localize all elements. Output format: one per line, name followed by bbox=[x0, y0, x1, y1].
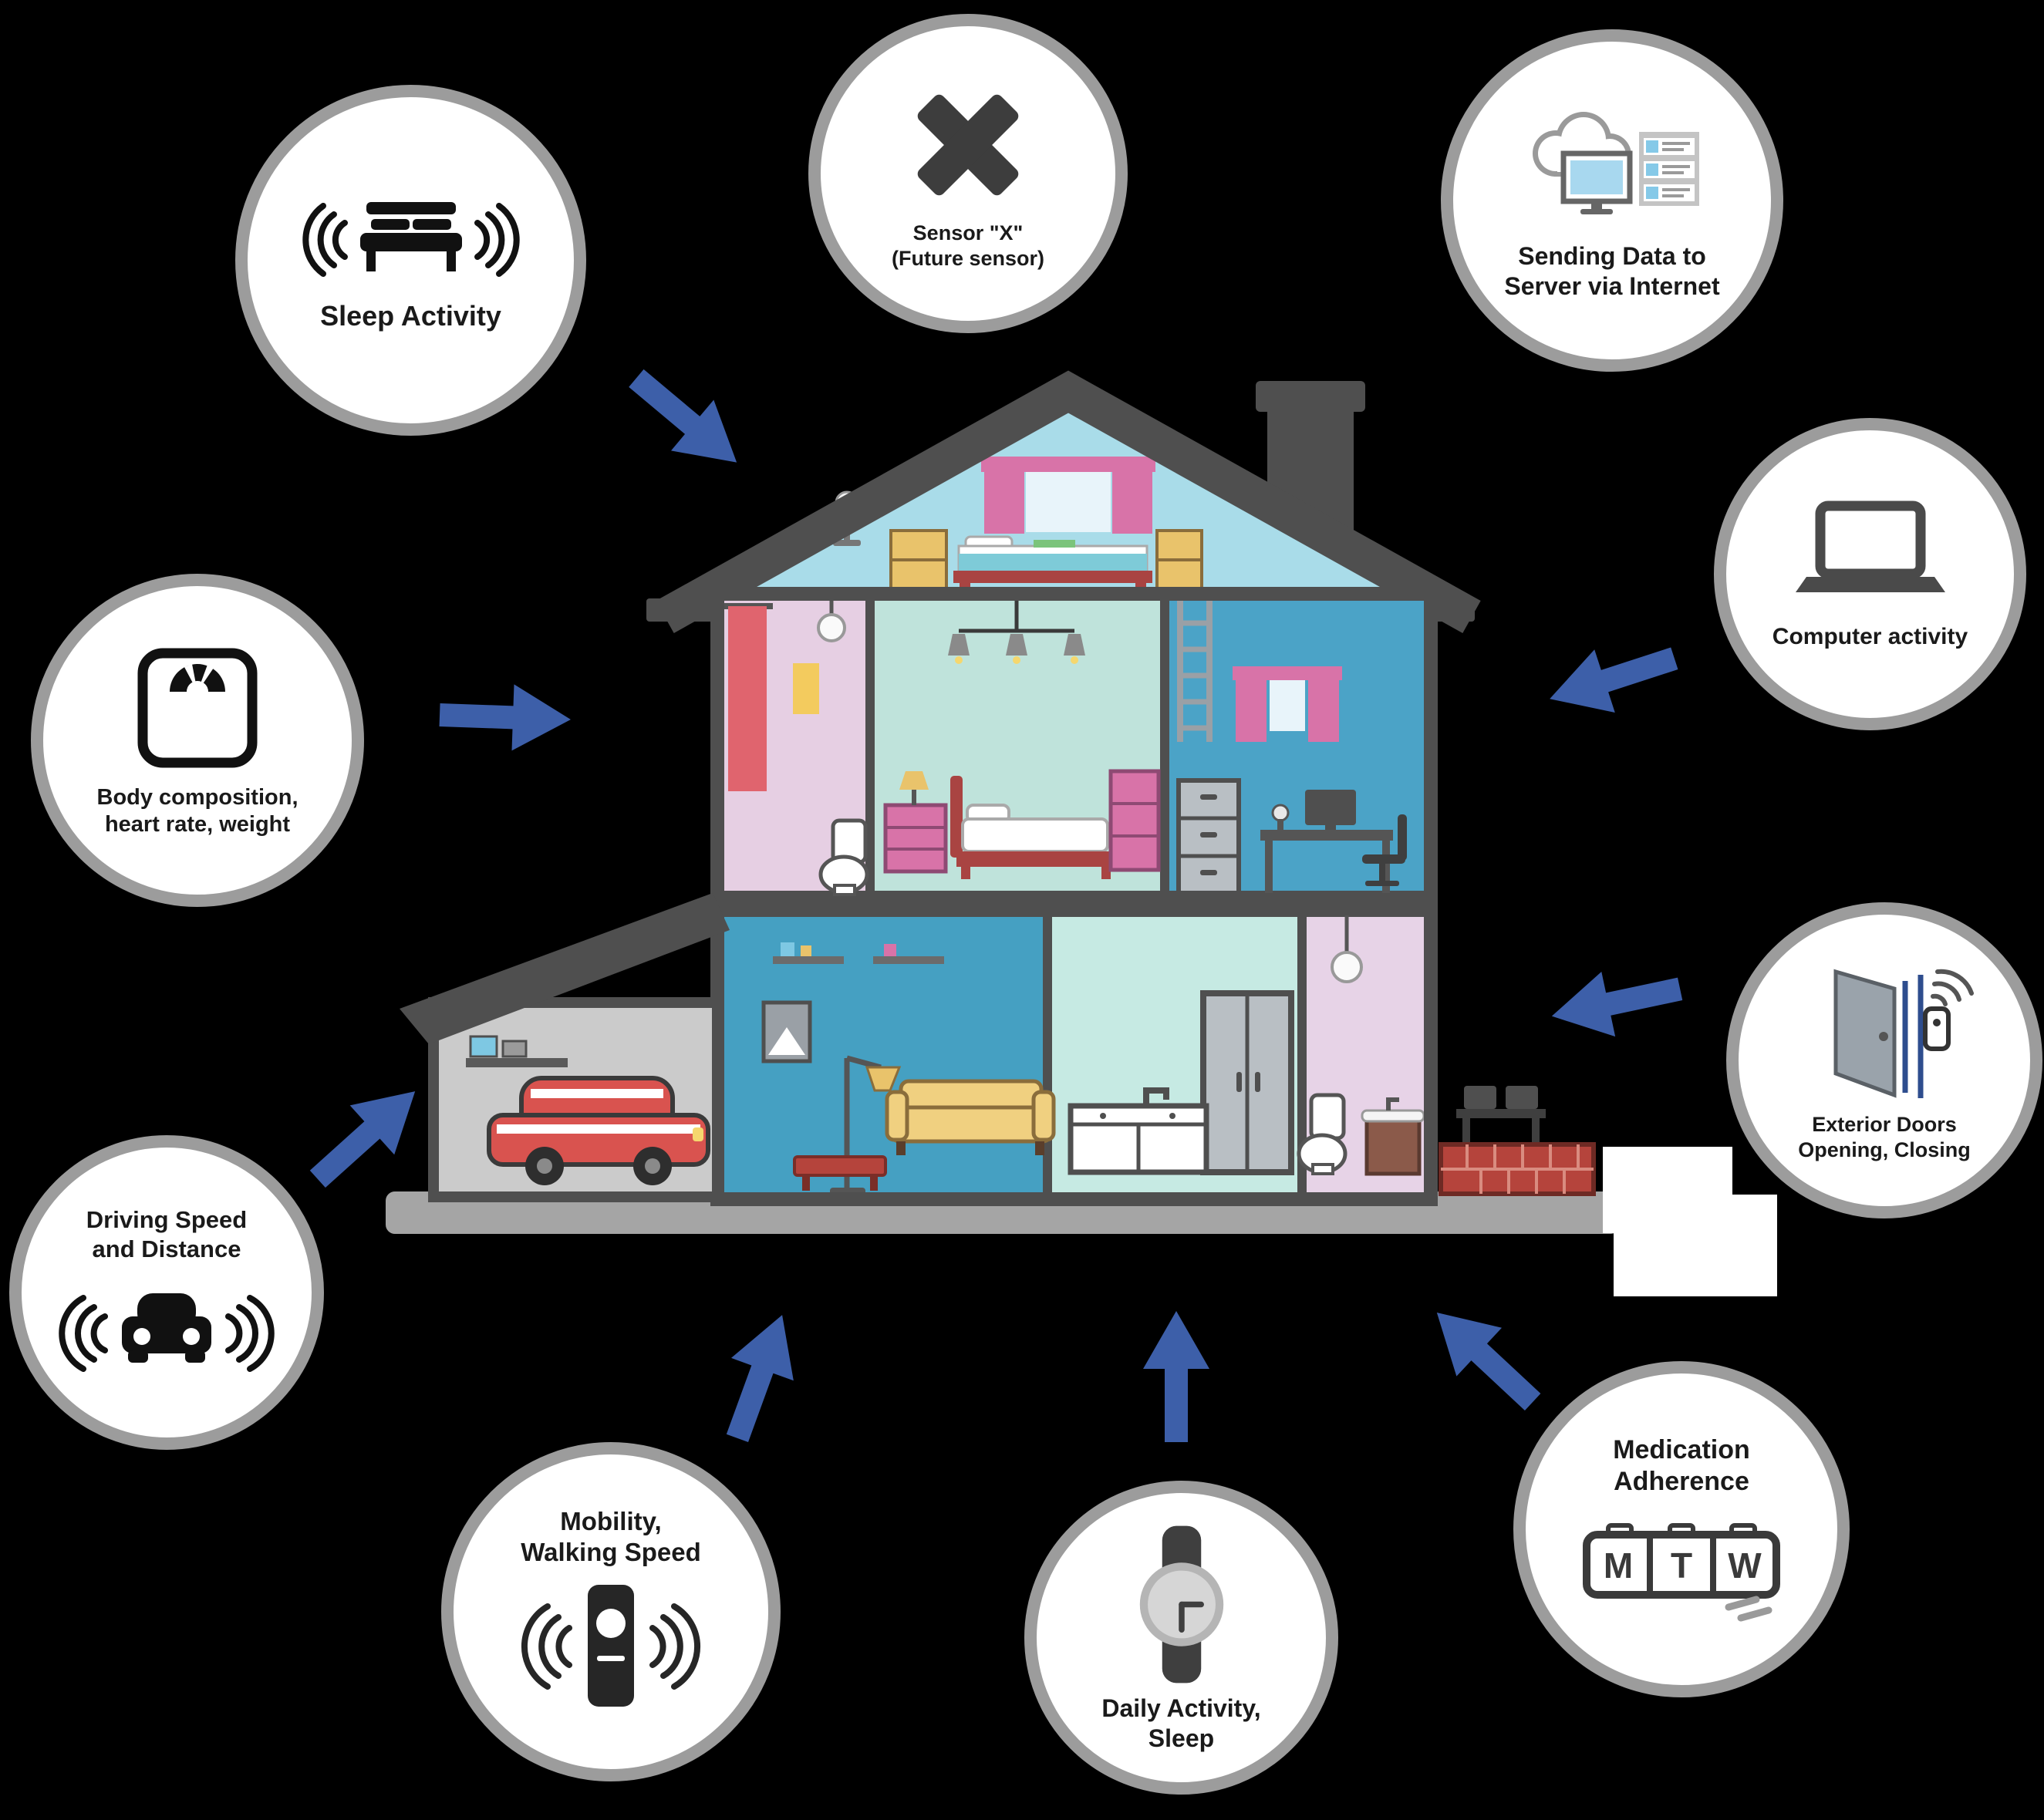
sensor-label: Body composition, heart rate, weight bbox=[96, 784, 299, 837]
svg-text:T: T bbox=[1671, 1545, 1692, 1586]
arrow-computer-to-house bbox=[1536, 618, 1688, 739]
arrow-daily-to-house bbox=[1134, 1311, 1219, 1442]
arrow-doors-to-house bbox=[1543, 948, 1688, 1058]
sensor-label: Sleep Activity bbox=[320, 299, 501, 332]
sensor-label: Daily Activity, Sleep bbox=[1101, 1694, 1261, 1752]
svg-text:W: W bbox=[1728, 1545, 1762, 1586]
sensor-label: Computer activity bbox=[1772, 624, 1968, 650]
attic-bedroom bbox=[833, 457, 1203, 594]
kitchen bbox=[1068, 990, 1294, 1175]
pillbox-icon: M T W bbox=[1583, 1523, 1780, 1622]
sensor-label: Sending Data to Server via Internet bbox=[1504, 241, 1720, 300]
sensor-mobility: Mobility, Walking Speed bbox=[441, 1442, 781, 1781]
motion-sensor-icon bbox=[521, 1585, 701, 1707]
sensor-label: Driving Speed and Distance bbox=[86, 1206, 248, 1262]
garage bbox=[400, 893, 730, 1202]
office bbox=[1176, 600, 1407, 895]
sensor-medication-adherence: Medication Adherence M T W bbox=[1513, 1361, 1850, 1697]
x-icon bbox=[917, 94, 1019, 196]
scale-icon bbox=[137, 648, 258, 768]
svg-text:M: M bbox=[1604, 1545, 1633, 1586]
patio bbox=[1439, 1086, 1596, 1196]
cloud-server-icon bbox=[1533, 111, 1699, 214]
sensor-body-composition: Body composition, heart rate, weight bbox=[31, 574, 364, 907]
sensor-exterior-doors: Exterior Doors Opening, Closing bbox=[1726, 902, 2042, 1218]
sensor-computer-activity: Computer activity bbox=[1714, 418, 2026, 730]
sensor-sleep-activity: Sleep Activity bbox=[235, 85, 586, 436]
watch-icon bbox=[1139, 1525, 1223, 1684]
bedroom bbox=[883, 595, 1161, 879]
car-signal-icon bbox=[59, 1293, 275, 1372]
sensor-daily-activity: Daily Activity, Sleep bbox=[1024, 1481, 1338, 1795]
bed-signal-icon bbox=[302, 201, 520, 277]
door-sensor-icon bbox=[1833, 969, 1974, 1099]
arrow-driving-to-house bbox=[289, 1060, 444, 1210]
sensor-future-x: Sensor "X" (Future sensor) bbox=[808, 14, 1128, 333]
upstairs-bathroom bbox=[723, 595, 869, 896]
arrow-body-to-house bbox=[438, 672, 572, 762]
sensor-label: Exterior Doors Opening, Closing bbox=[1798, 1113, 1971, 1161]
laptop-icon bbox=[1795, 501, 1945, 593]
house-outline bbox=[710, 587, 1438, 1206]
sensor-driving: Driving Speed and Distance bbox=[9, 1135, 324, 1450]
sensor-label: Sensor "X" (Future sensor) bbox=[891, 221, 1045, 270]
sensor-server-upload: Sending Data to Server via Internet bbox=[1441, 29, 1783, 372]
arrow-medication-to-house bbox=[1408, 1282, 1561, 1433]
downstairs-bathroom bbox=[1297, 915, 1425, 1176]
arrow-sleep-to-house bbox=[609, 345, 764, 495]
arrow-mobility-to-house bbox=[697, 1300, 822, 1452]
sensor-label: Mobility, Walking Speed bbox=[521, 1506, 701, 1566]
sensor-label: Medication Adherence bbox=[1613, 1434, 1750, 1496]
roof bbox=[656, 370, 1481, 633]
white-block bbox=[1614, 1195, 1777, 1296]
